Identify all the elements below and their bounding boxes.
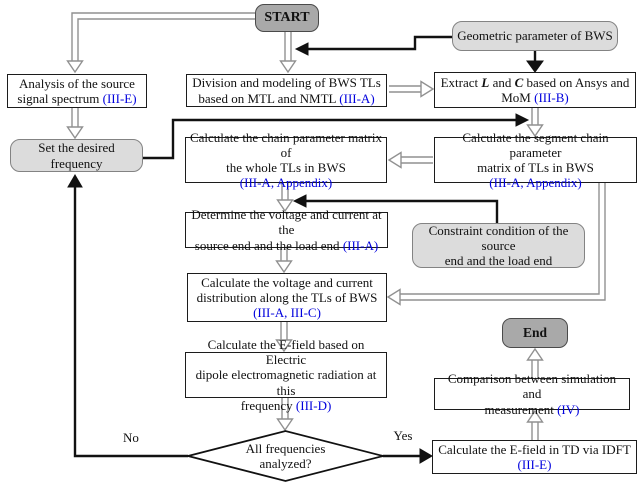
connector-geometric-to-startflow — [294, 35, 452, 56]
no-edge-label: No — [123, 430, 139, 446]
node-text: Calculate the E-field in TD via IDFT(III… — [438, 442, 631, 472]
node-text: Geometric parameter of BWS — [457, 28, 613, 43]
text-segment: START — [264, 9, 310, 25]
connector-distribution-to-efield — [275, 322, 293, 353]
decision-diamond-shape — [187, 430, 384, 482]
text-segment: distribution along the TLs of BWS — [196, 289, 378, 305]
determine-voltage-current-node: Determine the voltage and current at the… — [185, 207, 388, 253]
section-reference: (III-B) — [534, 90, 569, 105]
geometric-parameter-node: Geometric parameter of BWS — [452, 21, 618, 51]
connector-start-to-analysis — [66, 12, 255, 74]
connector-constraint-to-determineflow — [292, 194, 499, 223]
text-segment: the whole TLs in BWS — [226, 160, 346, 175]
text-segment: and — [489, 74, 515, 90]
text-segment: matrix of TLs in BWS — [477, 160, 594, 175]
section-reference: (III-A, Appendix) — [489, 175, 582, 191]
text-segment: Calculate the E-field based on Electric — [207, 337, 365, 368]
text-segment: signal spectrum — [17, 91, 103, 106]
section-reference: (III-E) — [517, 457, 552, 472]
section-reference: (III-D) — [295, 397, 332, 413]
text-segment: Constraint condition of the source — [428, 222, 569, 253]
connector-division-to-extract — [389, 80, 435, 98]
text-segment: MoM — [501, 90, 535, 105]
text-segment: End — [522, 325, 548, 341]
text-segment: Division and modeling of BWS TLs — [192, 75, 381, 91]
text-segment: measurement — [484, 401, 558, 417]
section-reference: (III-A) — [342, 237, 379, 253]
node-text: START — [264, 10, 309, 26]
text-segment: Calculate the segment chain parameter — [462, 129, 609, 160]
yes-edge-label: Yes — [393, 428, 413, 444]
connector-start-to-division — [279, 32, 297, 74]
section-reference: (IV) — [557, 401, 580, 417]
node-text: End — [523, 325, 547, 341]
text-segment: frequency — [240, 397, 296, 413]
node-text: Determine the voltage and current at the… — [189, 207, 384, 253]
text-segment: Set the desired frequency — [38, 140, 115, 171]
text-segment: dipole electromagnetic radiation at this — [195, 367, 377, 398]
text-segment: Extract — [440, 74, 482, 90]
connector-decision-no-to-setfreq — [67, 174, 188, 458]
connector-chain-to-determine — [276, 183, 294, 213]
text-segment: Comparison between simulation and — [447, 371, 617, 402]
text-segment: Calculate the chain parameter matrix of — [189, 129, 383, 160]
node-text: Set the desired frequency — [14, 140, 139, 170]
connector-setfreq-to-segmentflow — [143, 113, 530, 160]
connector-decision-yes-to-idft — [383, 448, 433, 464]
connector-segment-to-distribution — [386, 183, 606, 306]
text-segment: Calculate the E-field in TD via IDFT — [438, 441, 631, 457]
start-node: START — [255, 4, 319, 32]
connector-segment-to-chain — [387, 151, 433, 169]
connector-efield-to-decision — [276, 398, 294, 432]
text-segment: Calculate the voltage and current — [201, 274, 373, 290]
set-desired-frequency-node: Set the desired frequency — [10, 139, 143, 172]
text-segment: C — [514, 74, 524, 90]
text-segment: L — [481, 74, 490, 90]
connector-geometric-to-extract — [526, 51, 544, 73]
connector-extract-to-segment — [526, 108, 544, 138]
text-segment: based on MTL and NMTL — [198, 90, 340, 106]
section-reference: (III-A) — [339, 90, 375, 106]
end-node: End — [502, 318, 568, 348]
text-segment: Determine the voltage and current at the — [191, 207, 382, 238]
connector-analysis-to-setfreq — [66, 108, 84, 140]
text-segment: analyzed? — [259, 456, 312, 471]
text-segment: Analysis of the source — [19, 75, 135, 91]
section-reference: (III-A, Appendix) — [239, 175, 333, 191]
connector-determine-to-distribution — [275, 248, 293, 274]
text-segment: end and the load end — [444, 253, 553, 269]
text-segment: based on Ansys and — [523, 74, 630, 90]
section-reference: (III-A, III-C) — [253, 305, 321, 321]
text-segment: Geometric parameter of BWS — [457, 28, 613, 44]
idft-node: Calculate the E-field in TD via IDFT(III… — [432, 440, 637, 474]
text-segment: source end and the load end — [194, 237, 343, 253]
section-reference: (III-E) — [102, 91, 137, 106]
connector-comparison-to-end — [526, 347, 544, 378]
text-segment: All frequencies — [245, 440, 326, 456]
connector-idft-to-comparison — [526, 409, 544, 440]
